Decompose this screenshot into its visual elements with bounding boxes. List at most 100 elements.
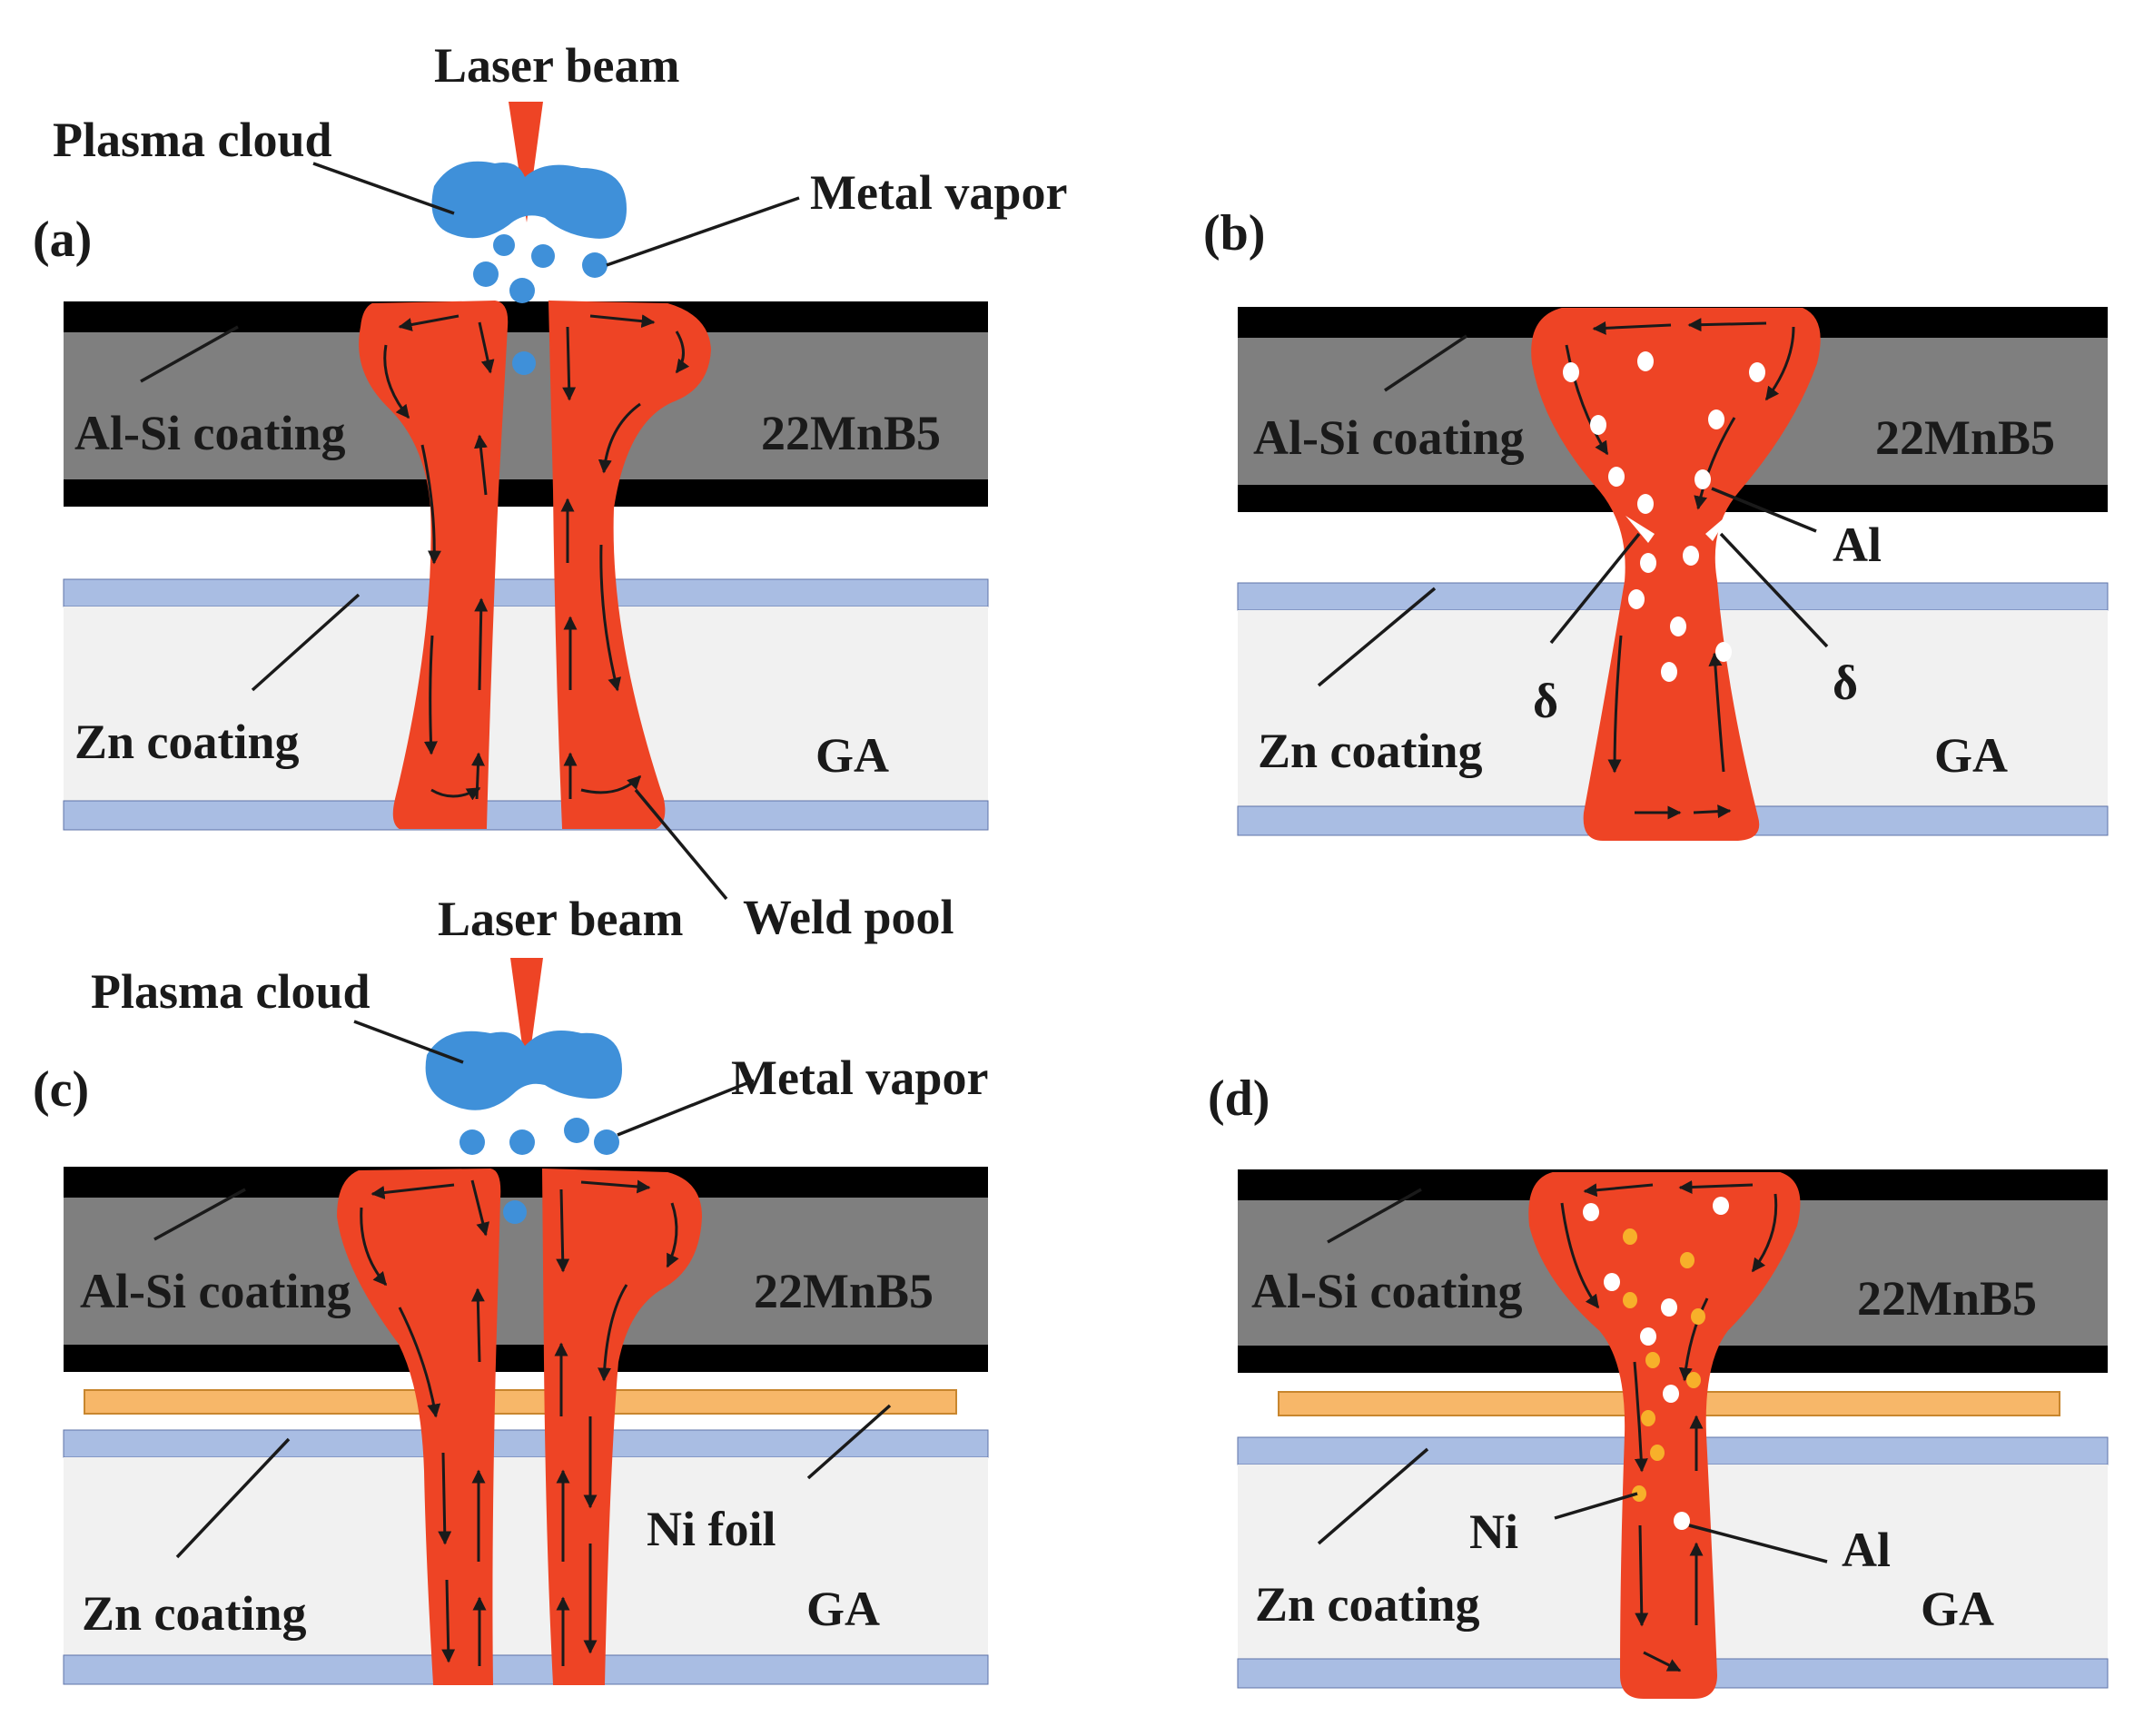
delta-label-left: δ bbox=[1533, 674, 1558, 728]
zn-bottom-layer bbox=[63, 1654, 989, 1685]
flow-arrow bbox=[398, 314, 459, 331]
panel-a: (a) Laser beam Plasma cloud Metal vapor … bbox=[33, 38, 1067, 944]
delta-phase-left bbox=[1625, 516, 1655, 543]
flow-arrow bbox=[556, 1189, 570, 1273]
flow-arrow bbox=[1678, 1297, 1709, 1382]
laser-beam-label: Laser beam bbox=[438, 892, 683, 946]
steel-label: 22MnB5 bbox=[754, 1264, 934, 1318]
plasma-cloud-icon bbox=[425, 1031, 622, 1110]
flow-arrow bbox=[360, 1207, 388, 1287]
metal-vapor-label: Metal vapor bbox=[731, 1050, 988, 1105]
leader-line bbox=[806, 1404, 892, 1480]
steel-label: 22MnB5 bbox=[1875, 410, 2055, 465]
flow-arrow bbox=[1708, 652, 1725, 773]
zn-coating-label: Zn coating bbox=[74, 715, 300, 769]
weld-pool-right bbox=[548, 300, 712, 829]
plasma-cloud-icon bbox=[431, 161, 627, 239]
flow-arrow bbox=[1694, 417, 1736, 510]
leader-line bbox=[251, 593, 361, 692]
leader-line bbox=[353, 1020, 464, 1064]
leader-line bbox=[634, 788, 728, 901]
leader-line bbox=[617, 1079, 755, 1137]
metal-vapor-label: Metal vapor bbox=[810, 165, 1067, 220]
flow-arrow bbox=[383, 344, 410, 419]
panel-c: (c) Laser beam Plasma cloud Metal vapor … bbox=[33, 892, 989, 1685]
ga-label: GA bbox=[1934, 728, 2008, 783]
leader-line bbox=[1317, 587, 1437, 687]
panel-tag: (c) bbox=[33, 1061, 89, 1118]
plasma-cloud-label: Plasma cloud bbox=[91, 964, 371, 1019]
alsi-bottom-layer bbox=[64, 1345, 988, 1372]
alsi-bottom-layer bbox=[64, 479, 988, 507]
zn-top-layer bbox=[63, 578, 989, 607]
weld-pool-right bbox=[541, 1168, 703, 1685]
panel-d: (d) Al-Si coating 22MnB5 Ni Al Zn coatin… bbox=[1208, 1070, 2109, 1699]
laser-beam-icon bbox=[509, 102, 543, 222]
zn-top-layer bbox=[63, 1429, 989, 1458]
leader-line bbox=[1549, 532, 1641, 645]
zn-coating-label: Zn coating bbox=[1258, 724, 1483, 778]
ni-particles bbox=[1623, 1228, 1705, 1502]
leader-line bbox=[1711, 487, 1817, 533]
ga-steel-layer bbox=[64, 607, 988, 801]
metal-vapor-droplet bbox=[512, 351, 536, 375]
leader-line bbox=[175, 1437, 291, 1559]
leader-line bbox=[606, 196, 800, 267]
plasma-cloud-label: Plasma cloud bbox=[53, 113, 332, 167]
metal-vapor-droplet bbox=[503, 1200, 527, 1224]
zn-coating-label: Zn coating bbox=[82, 1586, 307, 1641]
metal-vapor-droplet bbox=[509, 278, 535, 303]
flow-arrow bbox=[1635, 1524, 1649, 1627]
alsi-coating-label: Al-Si coating bbox=[80, 1264, 351, 1318]
steel-label: 22MnB5 bbox=[761, 406, 941, 460]
leader-line bbox=[1554, 1492, 1638, 1520]
flow-arrow bbox=[1678, 1179, 1754, 1194]
ni-foil-label: Ni foil bbox=[647, 1502, 776, 1556]
flow-arrow bbox=[1693, 804, 1732, 819]
flow-arrow bbox=[1565, 344, 1609, 456]
delta-phase-right bbox=[1705, 513, 1730, 541]
ga-label: GA bbox=[806, 1582, 880, 1636]
leader-line bbox=[1327, 1188, 1422, 1244]
flow-arrow bbox=[1764, 326, 1795, 401]
panel-tag: (d) bbox=[1208, 1070, 1270, 1127]
leader-line bbox=[1719, 532, 1829, 648]
delta-label-right: δ bbox=[1833, 656, 1858, 710]
metal-vapor-droplet bbox=[564, 1118, 589, 1143]
ga-label: GA bbox=[815, 728, 889, 783]
flow-arrow bbox=[420, 444, 441, 565]
ga-label: GA bbox=[1921, 1582, 1994, 1636]
flow-arrow bbox=[1751, 1193, 1778, 1273]
al-particles bbox=[1583, 1197, 1729, 1530]
flow-arrow bbox=[1643, 1651, 1682, 1672]
flow-arrow bbox=[371, 1183, 455, 1199]
panel-tag: (a) bbox=[33, 212, 92, 268]
alsi-top-layer bbox=[64, 301, 988, 332]
steel-label: 22MnB5 bbox=[1857, 1271, 2037, 1326]
ni-label: Ni bbox=[1469, 1504, 1518, 1559]
laser-beam-icon bbox=[510, 958, 543, 1079]
alsi-coating-label: Al-Si coating bbox=[1251, 1264, 1523, 1318]
leader-line bbox=[312, 162, 455, 215]
ni-foil-layer bbox=[84, 1389, 957, 1415]
zn-bottom-layer bbox=[63, 800, 989, 831]
zn-coating-label: Zn coating bbox=[1255, 1577, 1480, 1632]
metal-vapor-droplet bbox=[531, 244, 555, 268]
flow-arrow bbox=[473, 434, 488, 496]
flow-arrow bbox=[1687, 318, 1767, 332]
flow-arrow bbox=[438, 1452, 452, 1545]
weld-pool-left bbox=[336, 1168, 501, 1685]
flow-arrow bbox=[580, 1179, 651, 1194]
al-particles bbox=[1563, 351, 1765, 682]
metal-vapor-droplet bbox=[493, 234, 515, 256]
al-label: Al bbox=[1833, 518, 1882, 572]
weld-pool-left bbox=[359, 300, 509, 829]
alsi-coating-label: Al-Si coating bbox=[74, 406, 346, 460]
flow-arrow bbox=[1592, 321, 1672, 335]
metal-vapor-droplet bbox=[594, 1129, 619, 1155]
flow-arrow bbox=[598, 402, 641, 474]
flow-arrow bbox=[470, 1179, 490, 1237]
leader-line bbox=[140, 325, 239, 383]
flow-arrow bbox=[1607, 635, 1623, 774]
